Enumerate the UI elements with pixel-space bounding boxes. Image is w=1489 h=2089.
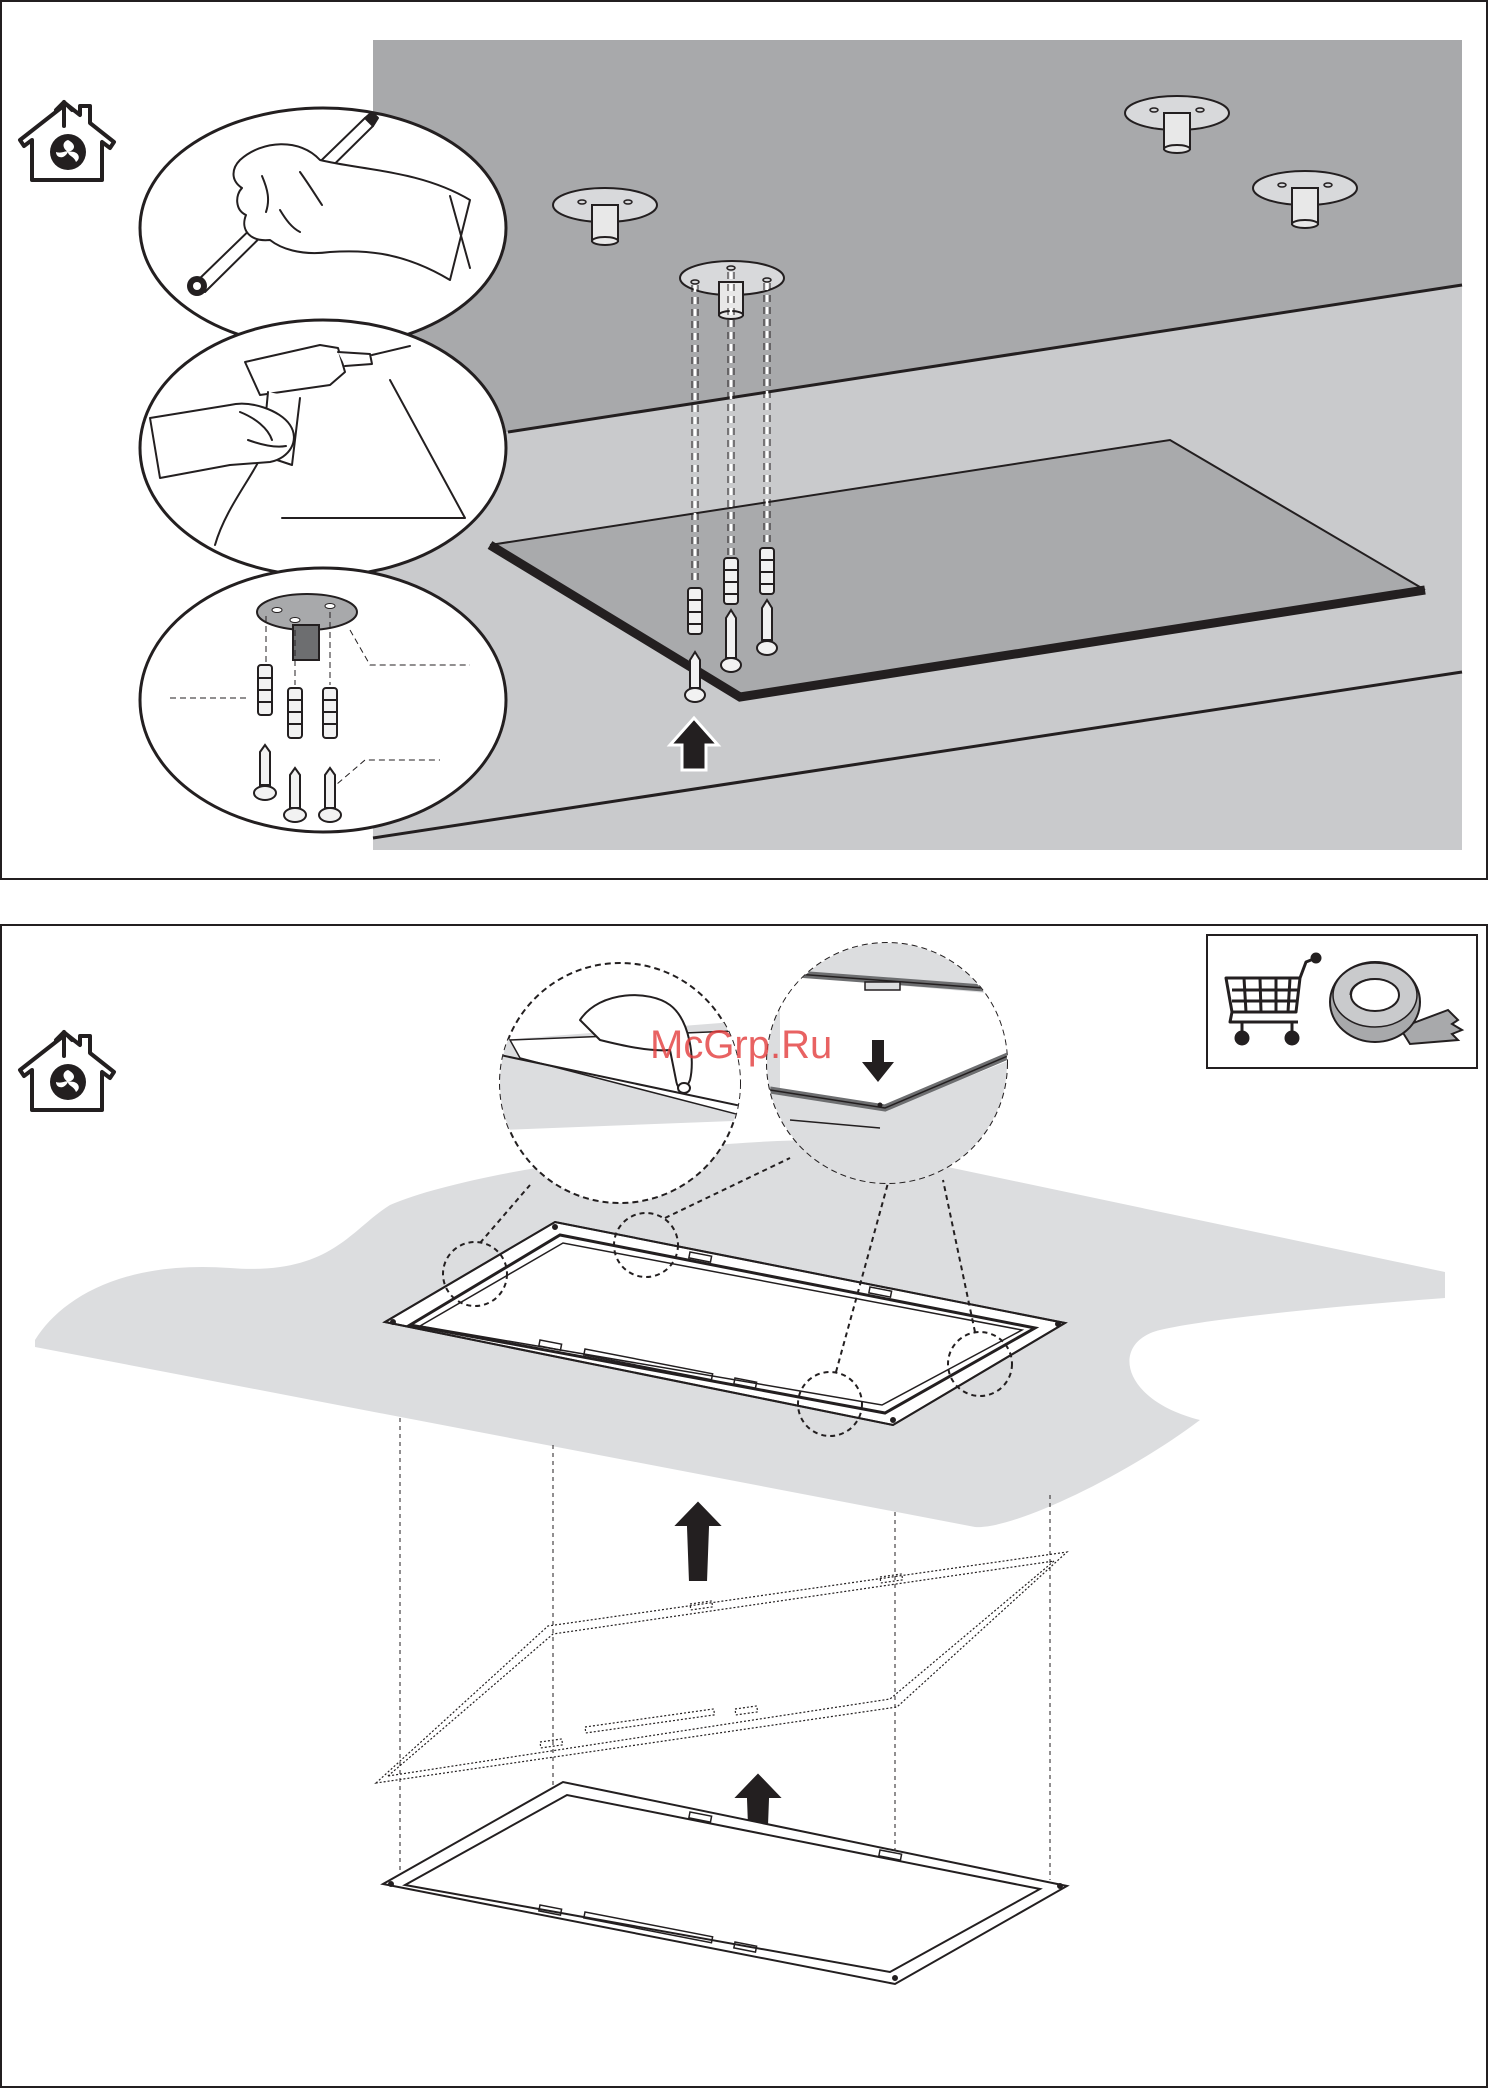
required-items-box — [1207, 935, 1477, 1068]
bottom-panel: McGrp.Ru — [1, 925, 1487, 2087]
step-mark-holes — [140, 108, 506, 348]
step-insert-plugs-and-screws — [140, 568, 506, 832]
watermark-text: McGrp.Ru — [650, 1023, 832, 1067]
step-drill-holes — [140, 320, 506, 576]
top-panel — [1, 1, 1487, 879]
